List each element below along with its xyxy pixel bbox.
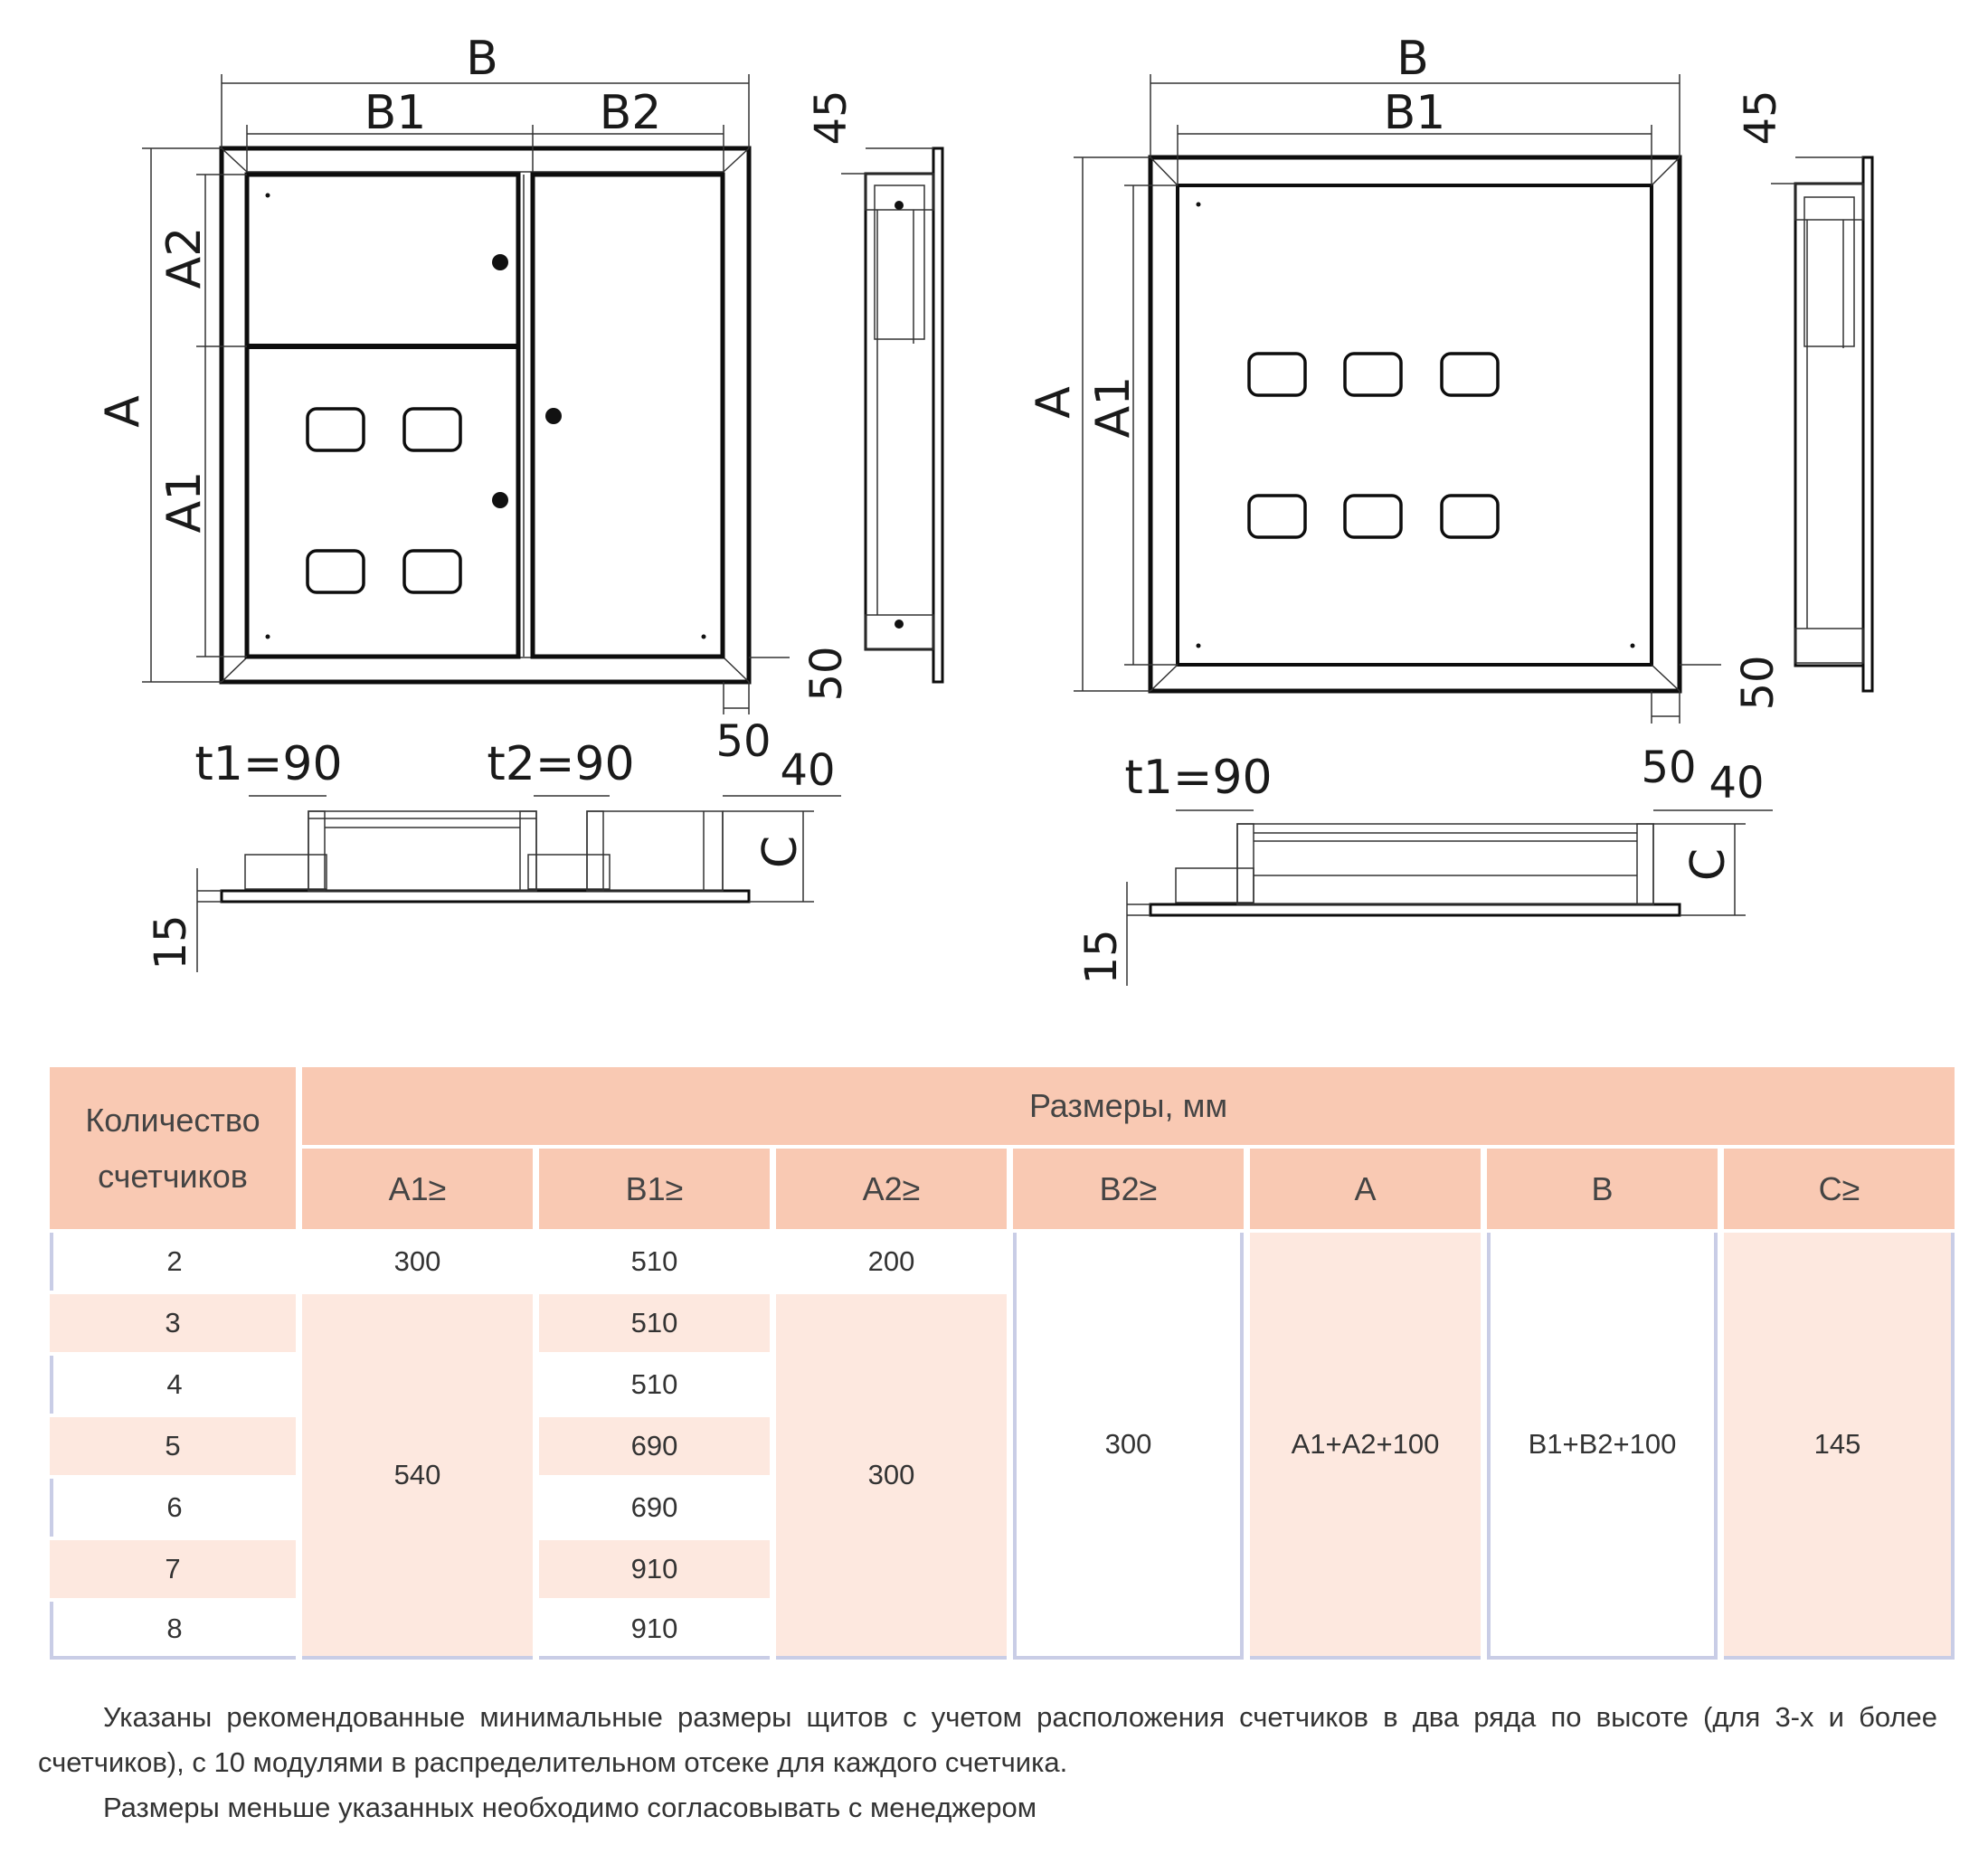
dim-45: 45	[1736, 90, 1786, 145]
cell-a-merged: A1+A2+100	[1250, 1233, 1481, 1660]
dim-15: 15	[146, 914, 196, 970]
dim-B2: B2	[600, 86, 662, 140]
dim-15: 15	[1076, 929, 1127, 984]
dim-B1: B1	[1384, 86, 1446, 140]
dim-C: C	[753, 836, 808, 868]
note-paragraph-2: Размеры меньше указанных необходимо согл…	[103, 1792, 1037, 1823]
cell-b1: 510	[539, 1294, 770, 1352]
cell-count: 2	[50, 1233, 296, 1291]
cell-count: 3	[50, 1294, 296, 1352]
left-side-view: 45	[806, 90, 944, 684]
cell-count: 5	[50, 1417, 296, 1475]
header-count: Количество счетчиков	[50, 1067, 296, 1229]
left-front-view: B B1 B2 A A2 A1 50 50	[96, 32, 852, 767]
cell-a2-merged: 300	[776, 1294, 1007, 1660]
cell-b2-merged: 300	[1013, 1233, 1244, 1660]
left-top-view: t1=90 t2=90 40 C 15	[146, 737, 841, 972]
right-top-view: t1=90 40 C 15	[1076, 751, 1773, 986]
table-row: 6 690	[50, 1479, 1955, 1537]
header-sizes: Размеры, мм	[302, 1067, 1955, 1145]
col-header-b: B	[1487, 1149, 1718, 1229]
cell-b1: 910	[539, 1602, 770, 1660]
dim-A: A	[1027, 386, 1081, 419]
cell-count: 4	[50, 1356, 296, 1414]
dim-A1: A1	[1086, 376, 1141, 439]
dim-50-bottom: 50	[1641, 743, 1696, 793]
cell-count: 7	[50, 1540, 296, 1598]
dimensions-table: Количество счетчиков Размеры, мм A1≥ B1≥…	[43, 1064, 1961, 1663]
dim-50-bottom: 50	[715, 716, 771, 767]
table-row: 3 540 510 300	[50, 1294, 1955, 1660]
col-header-b2: B2≥	[1013, 1149, 1244, 1229]
dim-45: 45	[806, 90, 857, 145]
cell-count: 8	[50, 1602, 296, 1660]
technical-drawings: B B1 B2 A A2 A1 50 50 45	[96, 32, 1874, 986]
table-row: 2 300 510 200 300 A1+A2+100 B1+B2+100 14…	[50, 1233, 1955, 1660]
cell-a1: 300	[302, 1233, 533, 1291]
dim-40: 40	[1709, 758, 1764, 809]
dim-A1: A1	[157, 471, 212, 534]
dim-t1: t1=90	[1124, 751, 1272, 805]
cell-b1: 510	[539, 1233, 770, 1291]
cell-b1: 910	[539, 1540, 770, 1598]
right-front-view: B B1 A A1 50 50	[1027, 32, 1784, 793]
table-row: 7 910	[50, 1540, 1955, 1598]
dim-B1: B1	[364, 86, 427, 140]
dim-A2: A2	[157, 227, 212, 289]
note-paragraph-1: Указаны рекомендованные минимальные разм…	[38, 1701, 1937, 1778]
col-header-a2: A2≥	[776, 1149, 1007, 1229]
col-header-a: A	[1250, 1149, 1481, 1229]
dim-40: 40	[780, 745, 835, 796]
cell-c-merged: 145	[1724, 1233, 1955, 1660]
col-header-c: C≥	[1724, 1149, 1955, 1229]
cell-b-merged: B1+B2+100	[1487, 1233, 1718, 1660]
cell-a2: 200	[776, 1233, 1007, 1291]
dim-50-side: 50	[801, 646, 852, 701]
dim-C: C	[1681, 848, 1736, 881]
right-side-view: 45	[1736, 90, 1874, 693]
cell-a1-merged: 540	[302, 1294, 533, 1660]
cell-b1: 510	[539, 1356, 770, 1414]
col-header-a1: A1≥	[302, 1149, 533, 1229]
dim-50-side: 50	[1733, 655, 1784, 710]
dim-B: B	[1396, 32, 1429, 86]
cell-b1: 690	[539, 1479, 770, 1537]
dim-t1: t1=90	[194, 737, 342, 791]
cell-b1: 690	[539, 1417, 770, 1475]
table-row: 5 690	[50, 1417, 1955, 1475]
col-header-b1: B1≥	[539, 1149, 770, 1229]
dim-t2: t2=90	[487, 737, 634, 791]
cell-count: 6	[50, 1479, 296, 1537]
table-row: 4 510	[50, 1356, 1955, 1414]
dim-A: A	[96, 395, 150, 428]
dim-B: B	[466, 32, 498, 86]
table-row: 8 910	[50, 1602, 1955, 1660]
